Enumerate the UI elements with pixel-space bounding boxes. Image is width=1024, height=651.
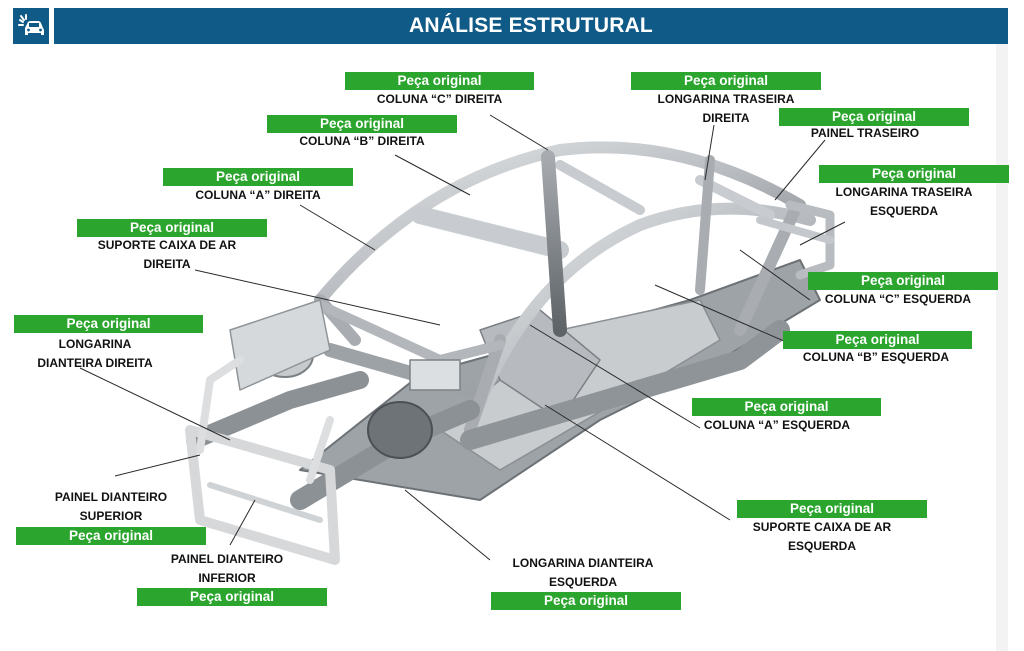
header-icon-box <box>13 8 49 44</box>
part-label-suporte-caixa-ar-direita: SUPORTE CAIXA DE AR DIREITA <box>97 238 237 271</box>
part-label-longarina-traseira-esquerda: LONGARINA TRASEIRA ESQUERDA <box>835 185 973 218</box>
status-badge-coluna-b-esquerda: Peça original <box>783 331 972 349</box>
status-badge-coluna-c-esquerda: Peça original <box>808 272 998 290</box>
car-crash-icon <box>18 14 44 35</box>
part-label-coluna-b-esquerda: COLUNA “B” ESQUERDA <box>802 350 950 364</box>
car-frame <box>185 141 835 565</box>
part-label-longarina-dianteira-direita: LONGARINA DIANTEIRA DIREITA <box>37 337 153 370</box>
status-badge-painel-traseiro: Peça original <box>779 108 969 126</box>
leader-lines <box>79 114 846 561</box>
status-badge-coluna-a-direita: Peça original <box>163 168 353 186</box>
page-title: ANÁLISE ESTRUTURAL <box>54 8 1008 44</box>
part-label-painel-dianteiro-inferior: PAINEL DIANTEIRO INFERIOR <box>170 552 284 585</box>
status-badge-suporte-caixa-ar-esquerda: Peça original <box>737 500 927 518</box>
part-label-coluna-b-direita: COLUNA “B” DIREITA <box>299 134 425 148</box>
part-label-painel-traseiro: PAINEL TRASEIRO <box>810 126 920 140</box>
part-label-coluna-a-esquerda: COLUNA “A” ESQUERDA <box>703 418 851 432</box>
part-label-painel-dianteiro-superior: PAINEL DIANTEIRO SUPERIOR <box>54 490 168 523</box>
part-label-longarina-traseira-direita: LONGARINA TRASEIRA DIREITA <box>657 92 795 125</box>
status-badge-longarina-traseira-esquerda: Peça original <box>819 165 1009 183</box>
part-label-coluna-c-direita: COLUNA “C” DIREITA <box>376 92 503 106</box>
status-badge-longarina-dianteira-direita: Peça original <box>14 315 203 333</box>
status-badge-suporte-caixa-ar-direita: Peça original <box>77 219 267 237</box>
part-label-coluna-a-direita: COLUNA “A” DIREITA <box>195 188 321 202</box>
status-badge-coluna-a-esquerda: Peça original <box>692 398 881 416</box>
status-badge-coluna-b-direita: Peça original <box>267 115 457 133</box>
status-badge-painel-dianteiro-superior: Peça original <box>16 527 206 545</box>
part-label-coluna-c-esquerda: COLUNA “C” ESQUERDA <box>824 292 972 306</box>
status-badge-longarina-dianteira-esquerda: Peça original <box>491 592 681 610</box>
side-strip <box>996 44 1008 651</box>
status-badge-painel-dianteiro-inferior: Peça original <box>137 588 327 606</box>
part-label-suporte-caixa-ar-esquerda: SUPORTE CAIXA DE AR ESQUERDA <box>752 520 892 553</box>
status-badge-longarina-traseira-direita: Peça original <box>631 72 821 90</box>
status-badge-coluna-c-direita: Peça original <box>345 72 534 90</box>
part-label-longarina-dianteira-esquerda: LONGARINA DIANTEIRA ESQUERDA <box>512 556 654 589</box>
